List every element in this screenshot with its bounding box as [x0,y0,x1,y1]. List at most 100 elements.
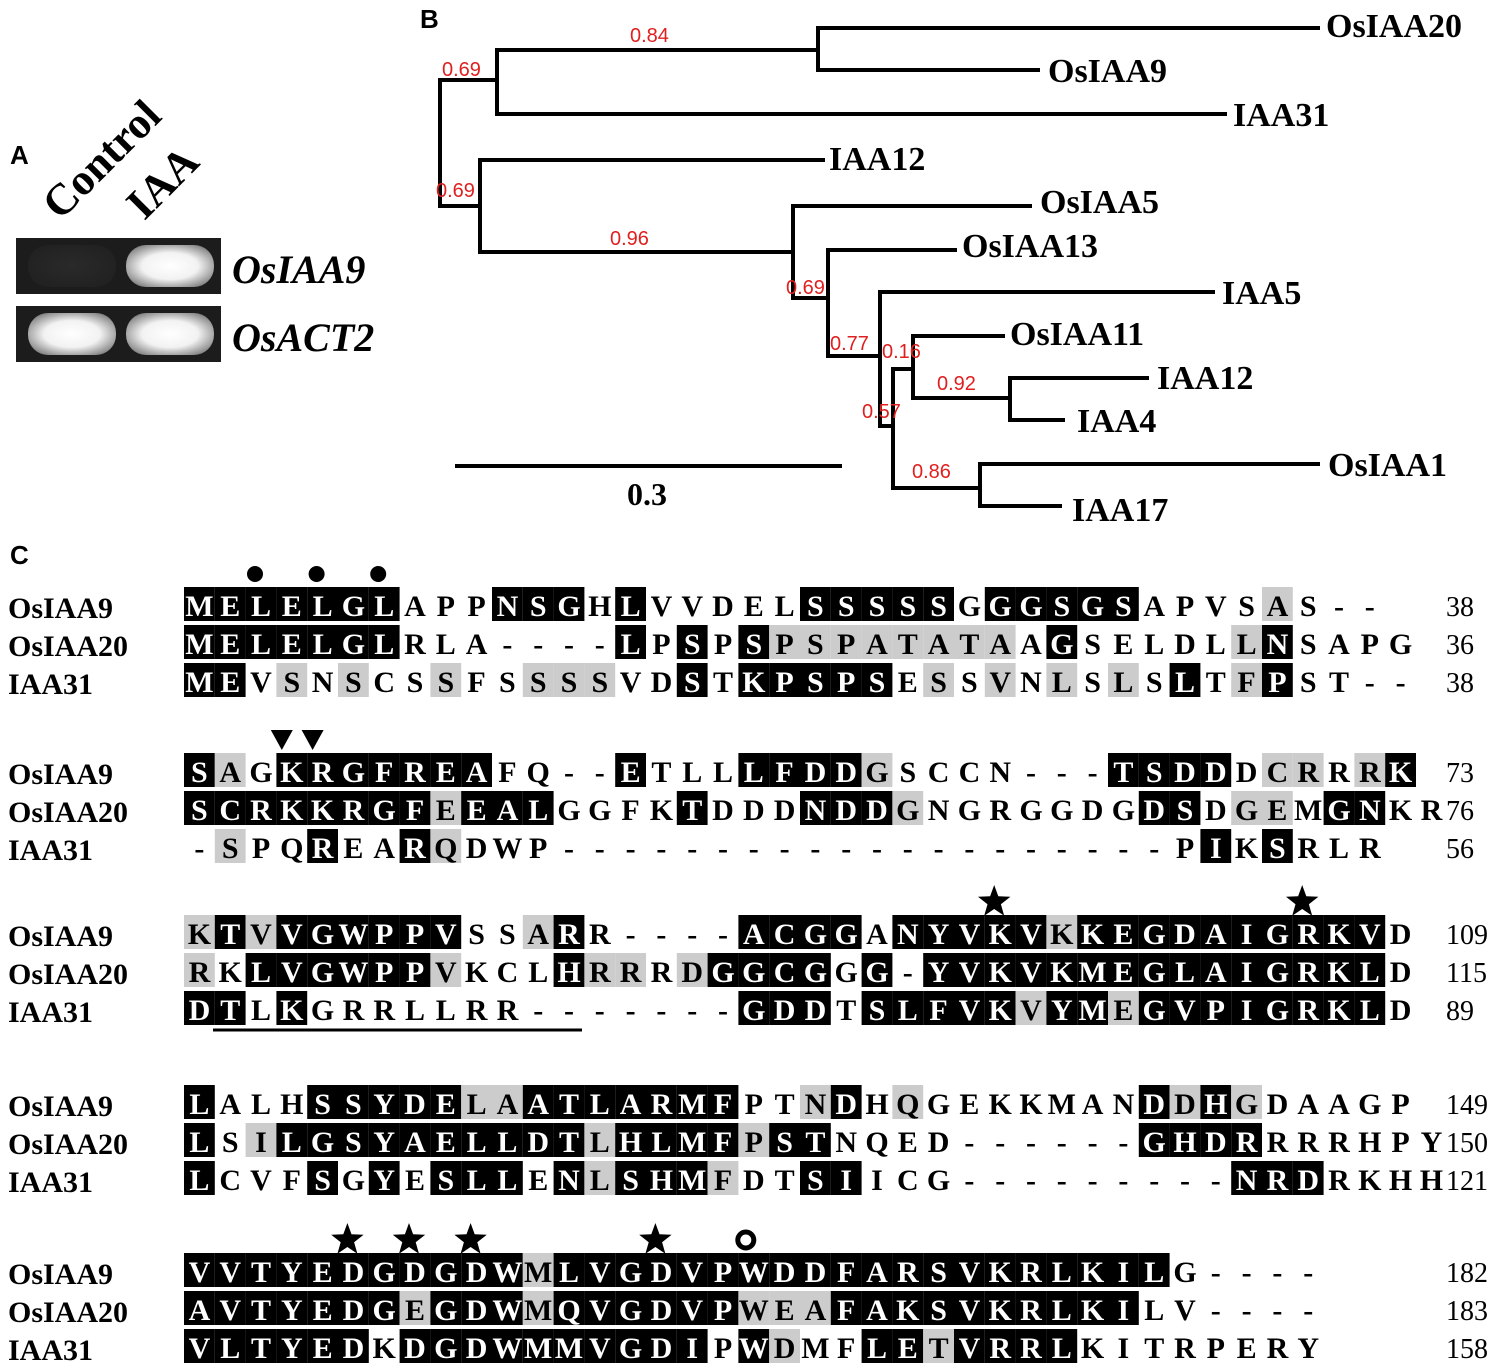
residue: L [220,1332,240,1365]
residue: H [557,956,580,989]
residue: V [1020,918,1042,951]
residue: - [656,832,666,865]
residue-shade [954,1329,985,1363]
residue-shade [1046,663,1078,697]
residue: G [896,794,919,827]
residue: - [1242,1294,1252,1327]
residue: F [406,794,424,827]
residue-shade [307,829,338,863]
residue-shade [307,625,338,659]
residue-shade [522,791,554,825]
residue: L [744,756,764,789]
residue-shade [800,1291,831,1325]
residue: D [712,794,734,827]
residue: R [1020,1256,1042,1289]
residue: I [871,1164,883,1197]
residue: R [558,918,580,951]
residue: K [1081,918,1105,951]
residue: E [1113,628,1133,661]
residue-shade [830,791,862,825]
residue-shade [184,625,215,659]
residue: R [1297,956,1319,989]
residue: R [620,956,642,989]
residue-shade [738,1291,770,1325]
residue-shade [707,1253,739,1287]
residue-shade [861,663,893,697]
residue: T [1329,666,1349,699]
residue-shade [399,1329,431,1363]
residue: N [1113,1088,1135,1121]
residue: K [896,1294,920,1327]
residue: D [1174,756,1196,789]
residue: K [989,1088,1013,1121]
sequence-end-position: 38 [1446,592,1474,623]
residue-shade [800,953,831,987]
residue: I [1210,832,1222,865]
residue: K [219,956,243,989]
residue-shade [707,1291,739,1325]
residue: L [1052,1256,1072,1289]
residue: C [928,756,950,789]
residue: L [1237,628,1257,661]
residue-shade [769,1329,800,1363]
residue-shade [276,753,308,787]
residue: - [718,918,728,951]
residue-shade [399,1291,431,1325]
residue-shade [646,1161,677,1195]
residue: E [282,628,302,661]
residue: - [1149,1164,1159,1197]
residue: E [1267,794,1287,827]
residue: K [373,1332,397,1365]
residue: G [434,1294,457,1327]
residue: V [589,1332,611,1365]
residue-shade [1292,953,1324,987]
support-value: 0.69 [786,277,825,299]
residue: D [1205,794,1227,827]
residue: G [958,590,981,623]
residue: T [1144,1332,1164,1365]
sequence-name: OsIAA20 [8,958,128,991]
residue: A [743,918,765,951]
sequence-end-position: 73 [1446,758,1474,789]
residue-shade [1262,753,1293,787]
residue: W [492,832,522,865]
residue: A [866,628,888,661]
residue-shade [830,1161,862,1195]
residue-shade [368,1123,400,1157]
residue: D [774,994,796,1027]
residue: D [805,756,827,789]
residue-shade [800,625,831,659]
residue: K [1327,918,1351,951]
residue-shade [676,953,708,987]
sequence-name: OsIAA20 [8,1128,128,1161]
residue-shade [1015,1291,1047,1325]
support-value: 0.84 [630,25,669,47]
residue: S [807,628,824,661]
residue: D [866,794,888,827]
residue-shade [646,1085,677,1119]
sequence-name: IAA31 [8,834,93,867]
residue: E [405,1294,425,1327]
residue: G [1143,1126,1166,1159]
residue: F [621,794,639,827]
residue: P [1207,994,1225,1027]
residue: - [533,628,543,661]
residue-shade [214,625,246,659]
residue-shade [615,1329,646,1363]
residue: N [805,794,827,827]
residue: V [281,918,303,951]
gel-band-iaa-osact2 [126,313,214,355]
residue-shade [954,953,985,987]
residue: T [898,628,918,661]
residue: W [338,956,368,989]
residue: A [620,1088,642,1121]
residue: C [219,794,241,827]
sequence-end-position: 76 [1446,796,1474,827]
residue-shade [492,1253,523,1287]
residue: K [650,794,674,827]
residue: S [530,666,547,699]
residue: L [590,1088,610,1121]
residue: V [250,1164,272,1197]
residue: L [590,1126,610,1159]
residue: - [1026,1126,1036,1159]
